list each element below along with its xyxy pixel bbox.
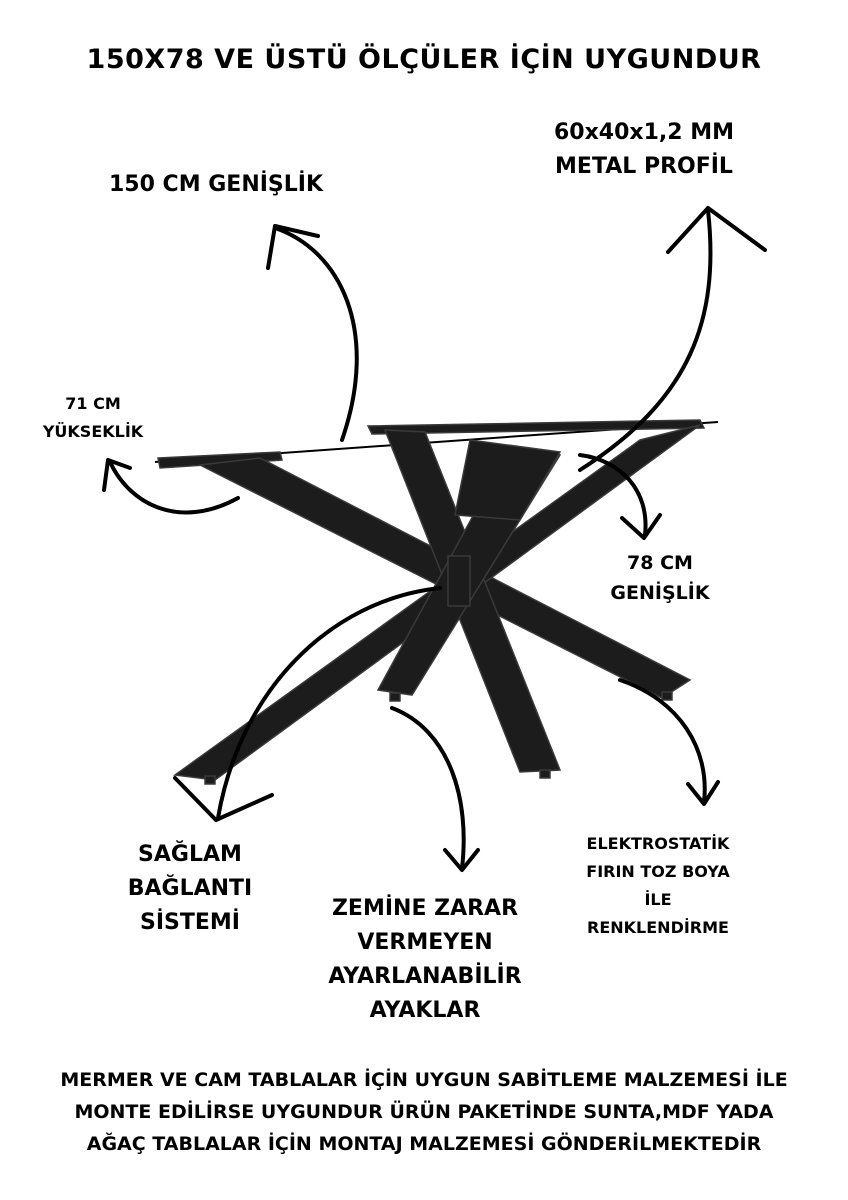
footer-line2: MONTE EDİLİRSE UYGUNDUR ÜRÜN PAKETİNDE S…	[74, 1101, 774, 1123]
label-paint-line3: İLE	[644, 890, 672, 909]
label-powder-coating: ELEKTROSTATİK FIRIN TOZ BOYA İLE RENKLEN…	[586, 830, 729, 942]
label-paint-line4: RENKLENDİRME	[587, 918, 729, 937]
footer-line1: MERMER VE CAM TABLALAR İÇİN UYGUN SABİTL…	[60, 1069, 788, 1091]
label-height-71: 71 CM YÜKSEKLİK	[43, 390, 143, 446]
top-plate-left	[157, 451, 283, 469]
arrowhead-feet	[443, 848, 480, 872]
leg-bar-c	[383, 429, 562, 773]
label-feet-line4: AYAKLAR	[369, 998, 481, 1023]
leg-bar-e	[454, 439, 562, 521]
label-metal-profile-line1: 60x40x1,2 MM	[553, 120, 735, 145]
label-adjustable-feet: ZEMİNE ZARAR VERMEYEN AYARLANABİLİR AYAK…	[328, 892, 521, 1028]
label-paint-line2: FIRIN TOZ BOYA	[586, 862, 730, 881]
x-table-leg	[157, 419, 706, 785]
label-feet-line1: ZEMİNE ZARAR	[331, 896, 519, 921]
label-metal-profile: 60x40x1,2 MM METAL PROFİL	[554, 116, 734, 184]
label-feet-line3: AYARLANABİLİR	[328, 964, 522, 989]
arrow-profile	[578, 208, 713, 472]
center-joint	[447, 555, 471, 607]
arrowhead-paint	[686, 780, 720, 806]
arrowhead-height71	[102, 458, 132, 492]
arrowhead-profile	[666, 206, 767, 254]
arrow-width78	[578, 453, 648, 537]
page-title: 150X78 VE ÜSTÜ ÖLÇÜLER İÇİN UYGUNDUR	[86, 44, 762, 75]
foot-left	[204, 775, 216, 785]
label-height-71-line2: YÜKSEKLİK	[42, 422, 144, 441]
arrow-feet	[390, 706, 466, 870]
label-connection-line1: SAĞLAM	[138, 842, 242, 867]
top-plate-right	[366, 419, 706, 435]
arrowhead-width150	[266, 224, 320, 270]
label-height-71-line1: 71 CM	[65, 394, 121, 413]
label-feet-line2: VERMEYEN	[357, 930, 493, 955]
arrowhead-connection	[173, 776, 274, 822]
label-metal-profile-line2: METAL PROFİL	[555, 154, 733, 179]
callout-arrows	[102, 206, 767, 872]
foot-bottom	[539, 769, 551, 779]
label-width-150: 150 CM GENİŞLİK	[108, 172, 324, 197]
arrow-paint	[618, 678, 707, 804]
label-connection-line3: SİSTEMİ	[139, 910, 240, 935]
label-connection-line2: BAĞLANTI	[127, 876, 253, 901]
label-connection-system: SAĞLAM BAĞLANTI SİSTEMİ	[128, 838, 253, 940]
label-width-78-line1: 78 CM	[627, 552, 693, 574]
label-width-78: 78 CM GENİŞLİK	[610, 548, 709, 608]
footer-notes: MERMER VE CAM TABLALAR İÇİN UYGUN SABİTL…	[60, 1064, 787, 1160]
label-width-78-line2: GENİŞLİK	[610, 582, 710, 604]
label-paint-line1: ELEKTROSTATİK	[586, 834, 730, 853]
footer-line3: AĞAÇ TABLALAR İÇİN MONTAJ MALZEMESİ GÖND…	[86, 1133, 762, 1155]
foot-right	[661, 691, 673, 701]
arrow-height71	[108, 460, 240, 515]
foot-center	[389, 692, 401, 702]
arrow-connection	[216, 586, 442, 820]
arrow-width150	[273, 226, 359, 442]
arrowhead-width78	[620, 513, 662, 540]
